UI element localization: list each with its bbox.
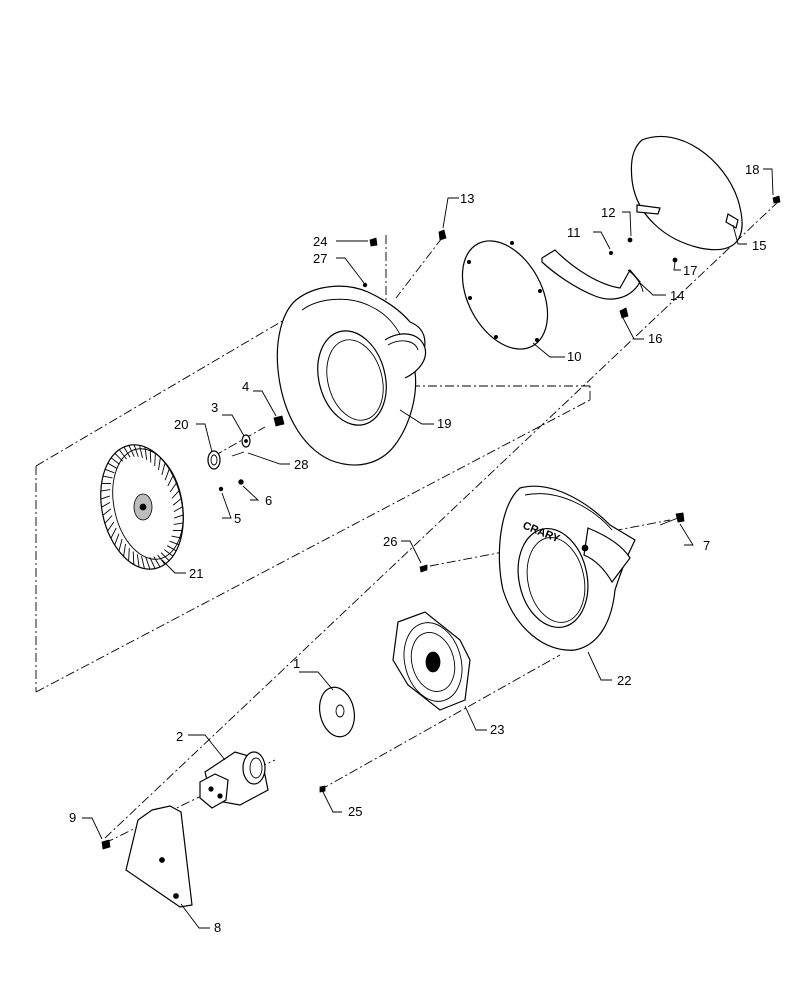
wheel-blade xyxy=(173,514,184,519)
callout-26: 26 xyxy=(383,534,397,549)
wheel-blade xyxy=(102,475,113,479)
callout-3: 3 xyxy=(211,400,218,415)
callout-15: 15 xyxy=(752,238,766,253)
wheel-blade xyxy=(167,475,174,487)
part-22-front-housing: CRARY xyxy=(498,485,636,651)
wheel-blades xyxy=(100,444,184,570)
wheel-blade xyxy=(173,522,184,525)
wheel-blade xyxy=(145,556,151,570)
callout-5: 5 xyxy=(234,511,241,526)
wheel-blade xyxy=(100,495,111,500)
wheel-blade xyxy=(144,446,148,460)
callout-28: 28 xyxy=(294,457,308,472)
part-10-gasket-plate xyxy=(461,240,549,350)
wheel-blade xyxy=(118,449,127,460)
wheel-blade xyxy=(104,468,115,474)
wheel-blade xyxy=(128,445,135,457)
wheel-blade xyxy=(161,462,166,476)
wheel-blade xyxy=(100,489,111,492)
callout-19: 19 xyxy=(437,416,451,431)
callout-2: 2 xyxy=(176,729,183,744)
wheel-blade xyxy=(107,521,115,532)
wheel-blade xyxy=(173,506,183,512)
wheel-blade xyxy=(133,444,139,458)
callout-12: 12 xyxy=(601,205,615,220)
wheel-blade xyxy=(171,535,182,539)
wheel-blade xyxy=(169,540,180,546)
callout-13: 13 xyxy=(460,191,474,206)
callouts: 1 2 3 4 5 6 7 8 9 10 11 12 13 14 15 16 1… xyxy=(69,162,766,935)
callout-10: 10 xyxy=(567,349,581,364)
wheel-blade xyxy=(104,515,113,524)
wheel-blade xyxy=(136,554,140,568)
part-14-clamp-band xyxy=(541,249,644,300)
wheel-blade xyxy=(128,548,130,562)
fasteners xyxy=(101,195,781,850)
callout-16: 16 xyxy=(648,331,662,346)
callout-22: 22 xyxy=(617,673,631,688)
callout-27: 27 xyxy=(313,251,327,266)
wheel-blade xyxy=(132,551,135,565)
part-2-motor xyxy=(199,751,269,809)
callout-11: 11 xyxy=(567,225,581,240)
wheel-blade xyxy=(118,538,123,552)
wheel-blade xyxy=(171,490,180,499)
wheel-blade xyxy=(169,482,177,493)
wheel-blade xyxy=(123,446,131,458)
callout-9: 9 xyxy=(69,810,76,825)
wheel-blade xyxy=(107,462,118,469)
wheel-blade xyxy=(158,457,161,471)
callout-17: 17 xyxy=(683,263,697,278)
wheel-blade xyxy=(139,445,143,459)
wheel-blade xyxy=(157,554,166,565)
wheel-blade xyxy=(160,552,170,562)
callout-20: 20 xyxy=(174,417,188,432)
part-15-cover-plate xyxy=(630,135,743,251)
callout-21: 21 xyxy=(189,566,203,581)
wheel-blade xyxy=(172,498,182,506)
callout-18: 18 xyxy=(745,162,759,177)
wheel-blade xyxy=(149,449,152,463)
wheel-blade xyxy=(114,452,124,462)
hub-hardware xyxy=(207,415,285,492)
part-19-rear-housing xyxy=(276,285,427,466)
callout-6: 6 xyxy=(265,493,272,508)
wheel-blade xyxy=(149,557,156,569)
callout-8: 8 xyxy=(214,920,221,935)
wheel-blade xyxy=(110,457,120,465)
wheel-blade xyxy=(123,543,126,557)
wheel-blade xyxy=(114,533,120,546)
wheel-blade xyxy=(110,527,117,539)
wheel-blade xyxy=(102,508,112,516)
callout-4: 4 xyxy=(242,379,249,394)
callout-24: 24 xyxy=(313,234,327,249)
wheel-blade xyxy=(154,452,156,466)
callout-1: 1 xyxy=(293,656,300,671)
callout-25: 25 xyxy=(348,804,362,819)
wheel-blade xyxy=(141,555,145,569)
leader-lines xyxy=(82,168,774,929)
callout-7: 7 xyxy=(703,538,710,553)
callout-14: 14 xyxy=(670,288,684,303)
wheel-blade xyxy=(164,468,170,481)
wheel-blade xyxy=(164,549,174,557)
callout-23: 23 xyxy=(490,722,504,737)
part-21-blower-wheel xyxy=(100,444,184,570)
part-23-flange-plate xyxy=(392,611,471,711)
wheel-blade xyxy=(153,556,161,568)
wheel-blade xyxy=(166,545,177,552)
wheel-blade xyxy=(101,502,111,508)
part-8-mounting-bracket xyxy=(125,805,193,908)
part-1-washer xyxy=(318,686,356,738)
